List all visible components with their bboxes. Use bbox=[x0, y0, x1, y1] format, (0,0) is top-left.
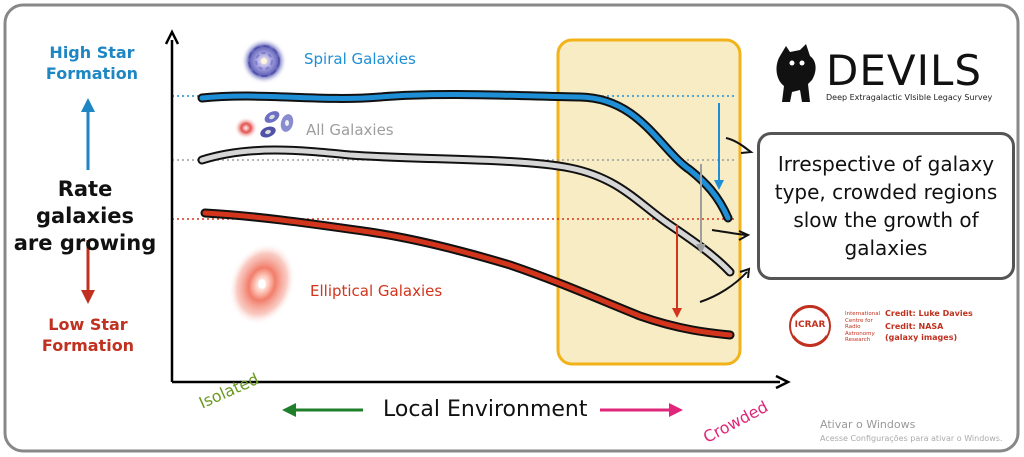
icrar-desc-line2: Centre for bbox=[845, 317, 873, 324]
all-drop-arrow bbox=[696, 164, 706, 254]
elliptical-drop-arrow bbox=[672, 225, 682, 318]
icrar-desc-line5: Research bbox=[845, 337, 871, 343]
spiral-drop-arrow bbox=[714, 103, 724, 190]
elliptical-galaxy-image bbox=[228, 243, 296, 325]
all-galaxies-label: All Galaxies bbox=[306, 121, 394, 139]
devils-mascot-icon bbox=[776, 44, 816, 102]
all-curve bbox=[197, 145, 735, 277]
outer-frame bbox=[3, 3, 1020, 453]
icrar-acronym: ICRAR bbox=[794, 320, 826, 330]
windows-watermark-line2: Acesse Configurações para ativar o Windo… bbox=[820, 434, 1003, 443]
credit-galaxy-images: (galaxy images) bbox=[885, 333, 958, 342]
x-axis-arrowhead bbox=[775, 374, 791, 390]
left-green-arrow bbox=[282, 403, 363, 417]
down-red-arrow bbox=[81, 240, 95, 304]
icrar-desc-line1: International bbox=[845, 311, 881, 317]
elliptical-curve bbox=[200, 208, 735, 340]
all-galaxies-image bbox=[234, 111, 294, 139]
icrar-logo bbox=[789, 305, 831, 347]
local-environment-label: Local Environment bbox=[383, 397, 588, 422]
high-star-formation-label: High Star Formation bbox=[32, 42, 152, 84]
y-axis-title: Rate galaxies are growing bbox=[10, 176, 160, 257]
y-title-line1: Rate galaxies bbox=[35, 177, 135, 228]
y-axis-arrowhead bbox=[164, 29, 180, 45]
elliptical-galaxies-label: Elliptical Galaxies bbox=[310, 282, 443, 300]
icrar-desc-line3: Radio bbox=[845, 324, 861, 330]
spiral-curve bbox=[197, 90, 733, 223]
spiral-galaxies-label: Spiral Galaxies bbox=[304, 50, 416, 68]
windows-watermark-line1: Ativar o Windows bbox=[820, 418, 916, 431]
crowded-region-highlight bbox=[556, 38, 742, 366]
spiral-galaxy-image bbox=[241, 38, 287, 84]
y-title-line2: are growing bbox=[13, 231, 157, 255]
low-star-formation-label: Low Star Formation bbox=[28, 314, 148, 356]
credit-luke-davies: Credit: Luke Davies bbox=[885, 309, 973, 318]
icrar-desc-line4: Astronomy bbox=[845, 330, 875, 337]
credit-nasa: Credit: NASA bbox=[885, 322, 944, 331]
high-label-line2: Formation bbox=[45, 64, 139, 83]
low-label-line2: Formation bbox=[41, 336, 135, 355]
up-blue-arrow bbox=[81, 98, 95, 170]
conclusion-callout: Irrespective of galaxy type, crowded reg… bbox=[757, 132, 1015, 280]
devils-logo-title: DEVILS bbox=[826, 46, 983, 95]
right-pink-arrow bbox=[600, 403, 683, 417]
callout-arrows bbox=[699, 137, 754, 303]
icrar-description: International Centre for Radio Astronomy… bbox=[845, 311, 895, 344]
low-label-line1: Low Star bbox=[48, 315, 128, 334]
devils-logo-subtitle: Deep Extragalactic VIsible Legacy Survey bbox=[826, 93, 993, 102]
high-label-line1: High Star bbox=[49, 43, 135, 62]
